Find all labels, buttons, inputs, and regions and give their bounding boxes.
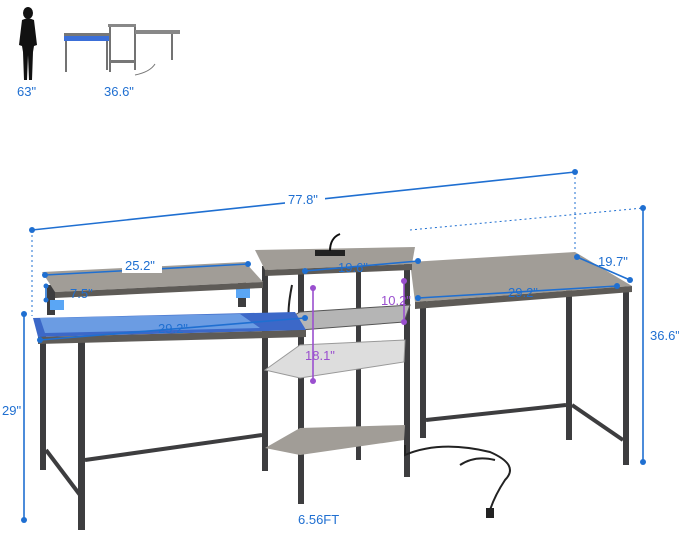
person-height-label: 63" xyxy=(17,84,36,99)
overall-height-label: 36.6" xyxy=(650,328,679,343)
riser-height-label: 7.5" xyxy=(70,286,93,301)
cord-length-label: 6.56FT xyxy=(298,512,339,527)
lower-shelf-gap-label: 18.1" xyxy=(305,348,335,363)
thumbnail-height-label: 36.6" xyxy=(104,84,134,99)
depth-label: 19.7" xyxy=(598,254,628,269)
desk-thumbnail-image xyxy=(64,24,180,76)
middle-mesh-shelf xyxy=(263,339,406,379)
left-desk xyxy=(33,262,306,530)
right-desk-width-label: 29.2" xyxy=(508,285,538,300)
riser-width-label: 25.2" xyxy=(125,258,155,273)
cabinet-width-label: 19.6" xyxy=(338,260,368,275)
bottom-shelf xyxy=(265,425,405,455)
desk-height-label: 29" xyxy=(2,403,21,418)
power-strip xyxy=(315,250,345,256)
left-desk-width-label: 29.2" xyxy=(158,321,188,336)
right-desk xyxy=(410,252,632,465)
top-shelf-gap-label: 10.2" xyxy=(381,293,411,308)
plug-icon xyxy=(486,508,494,518)
total-width-label: 77.8" xyxy=(288,192,318,207)
dimension-lines xyxy=(21,169,646,523)
person-silhouette-icon xyxy=(19,7,37,80)
